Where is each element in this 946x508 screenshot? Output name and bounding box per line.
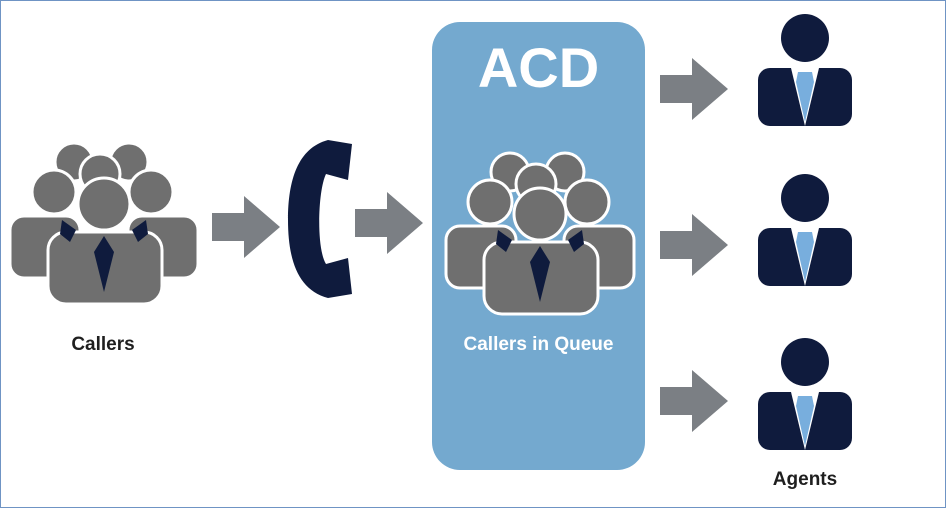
arrow-to-agent-3-icon <box>660 370 728 432</box>
telephone-handset-icon <box>288 140 352 298</box>
queue-label: Callers in Queue <box>463 334 614 355</box>
agent-2-icon <box>758 174 852 286</box>
agents-label: Agents <box>772 469 838 490</box>
arrow-to-agent-1-icon <box>660 58 728 120</box>
callers-label: Callers <box>71 334 135 355</box>
arrow-phone-to-acd-icon <box>355 192 423 254</box>
acd-title: ACD <box>477 36 600 99</box>
arrow-to-agent-2-icon <box>660 214 728 276</box>
arrow-callers-to-phone-icon <box>212 196 280 258</box>
agent-3-icon <box>758 338 852 450</box>
queue-crowd-icon <box>444 151 636 316</box>
callers-crowd-icon <box>8 141 200 306</box>
agent-1-icon <box>758 14 852 126</box>
